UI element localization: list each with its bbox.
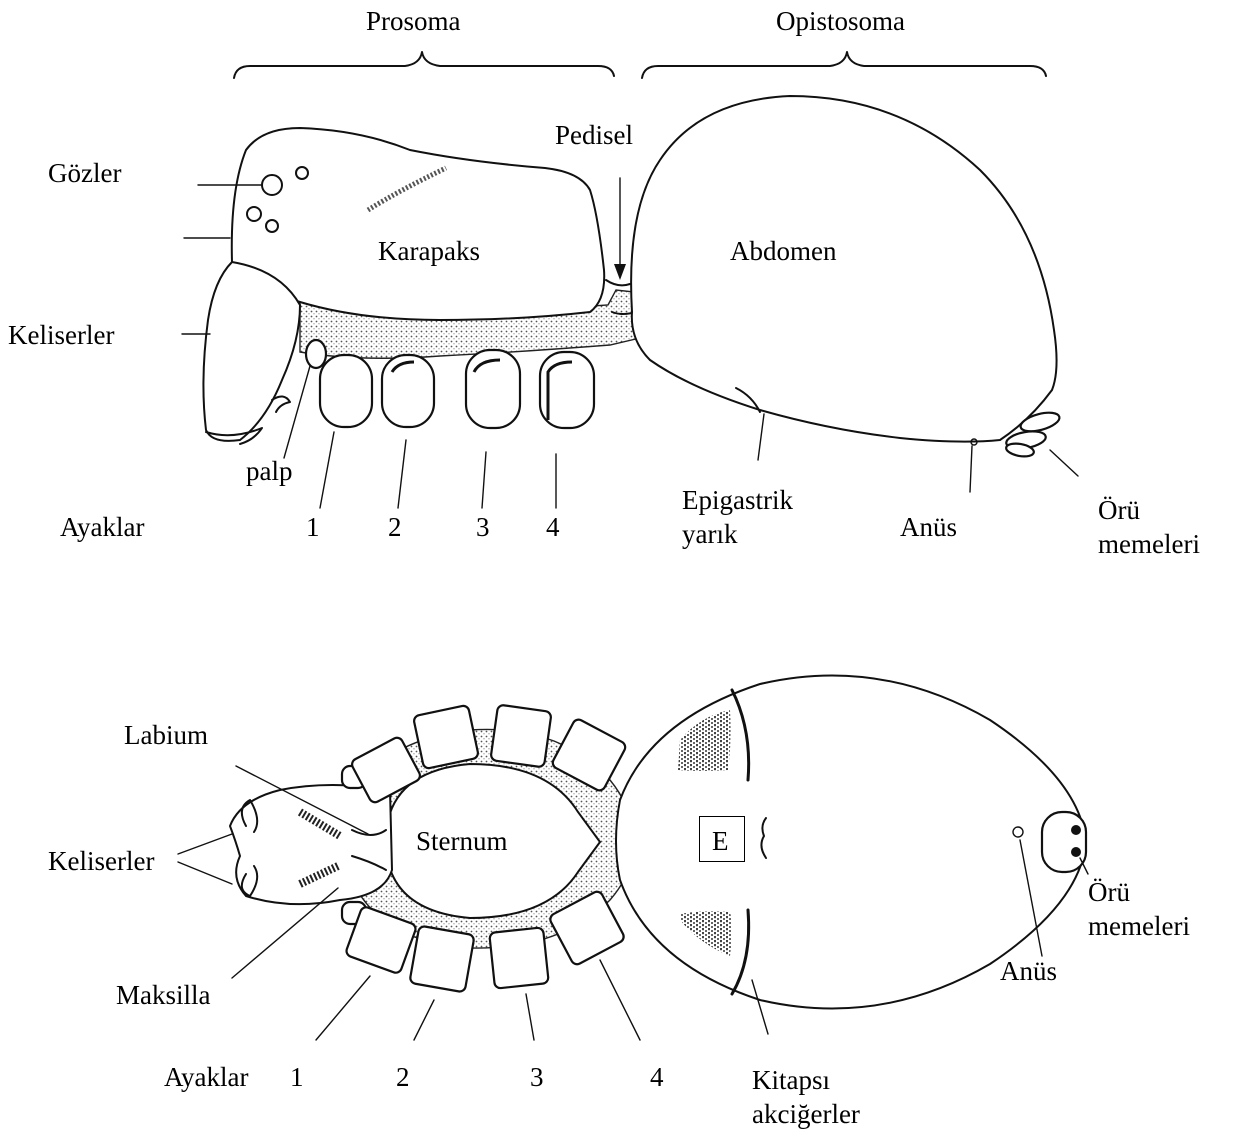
- leg-number-3: 3: [476, 514, 490, 541]
- abdomen-label: Abdomen: [730, 238, 836, 265]
- lateral-leg-2: [382, 355, 434, 427]
- ayaklar-label: Ayaklar: [60, 514, 144, 541]
- prosoma-label: Prosoma: [366, 8, 461, 35]
- leg1-leader: [320, 432, 334, 508]
- anus-label: Anüs: [900, 514, 957, 541]
- v-leg-number-3: 3: [530, 1064, 544, 1091]
- leg-number-2: 2: [388, 514, 402, 541]
- lateral-abdomen: [631, 96, 1056, 442]
- lateral-leg-3: [466, 350, 520, 428]
- v-leg1-leader: [316, 976, 370, 1040]
- opistosoma-brace: [642, 52, 1046, 78]
- maksilla-label: Maksilla: [116, 982, 211, 1009]
- epigastrik-label: Epigastrik yarık: [682, 484, 793, 552]
- v-leg-number-4: 4: [650, 1064, 664, 1091]
- prosoma-brace: [234, 52, 614, 78]
- keliserler-arrow-1: [178, 834, 232, 854]
- v-leg3-leader: [526, 994, 534, 1040]
- v-keliserler-label: Keliserler: [48, 848, 154, 875]
- v-ayaklar-label: Ayaklar: [164, 1064, 248, 1091]
- lateral-leg-4: [540, 352, 594, 428]
- v-leg4-leader: [600, 960, 640, 1040]
- labium-label: Labium: [124, 722, 208, 749]
- spinneret-dot-1: [1071, 825, 1081, 835]
- pedisel-arrowhead: [614, 264, 626, 280]
- epigastrik-leader: [758, 414, 764, 460]
- v-leg-number-1: 1: [290, 1064, 304, 1091]
- palp-label: palp: [246, 458, 293, 485]
- leg3-leader: [482, 452, 486, 508]
- palp-claw: [272, 396, 290, 412]
- v-leg2-leader: [414, 1000, 434, 1040]
- sternum-label: Sternum: [416, 828, 508, 855]
- palp-leader: [284, 366, 310, 458]
- leg-number-1: 1: [306, 514, 320, 541]
- e-box-label: E: [712, 828, 729, 855]
- ventral-spinnerets: [1042, 812, 1086, 872]
- pedisel-label: Pedisel: [555, 122, 633, 149]
- opistosoma-label: Opistosoma: [776, 8, 905, 35]
- karapaks-label: Karapaks: [378, 238, 480, 265]
- leg-number-4: 4: [546, 514, 560, 541]
- leg2-leader: [398, 440, 406, 508]
- lateral-chelicera: [203, 262, 300, 441]
- gozler-label: Gözler: [48, 160, 121, 187]
- lateral-leg-1: [320, 355, 372, 427]
- anus-leader: [970, 446, 972, 492]
- v-leg-number-2: 2: [396, 1064, 410, 1091]
- lateral-palp: [306, 340, 326, 368]
- keliserler-label: Keliserler: [8, 322, 114, 349]
- v-anus-label: Anüs: [1000, 958, 1057, 985]
- v-oru-memeleri-label: Örü memeleri: [1088, 876, 1190, 944]
- oru-leader: [1050, 450, 1078, 476]
- keliserler-arrow-2: [178, 862, 232, 884]
- kitapsi-akcigerler-label: Kitapsı akciğerler: [752, 1064, 860, 1132]
- spinneret-dot-2: [1071, 847, 1081, 857]
- oru-memeleri-label: Örü memeleri: [1098, 494, 1200, 562]
